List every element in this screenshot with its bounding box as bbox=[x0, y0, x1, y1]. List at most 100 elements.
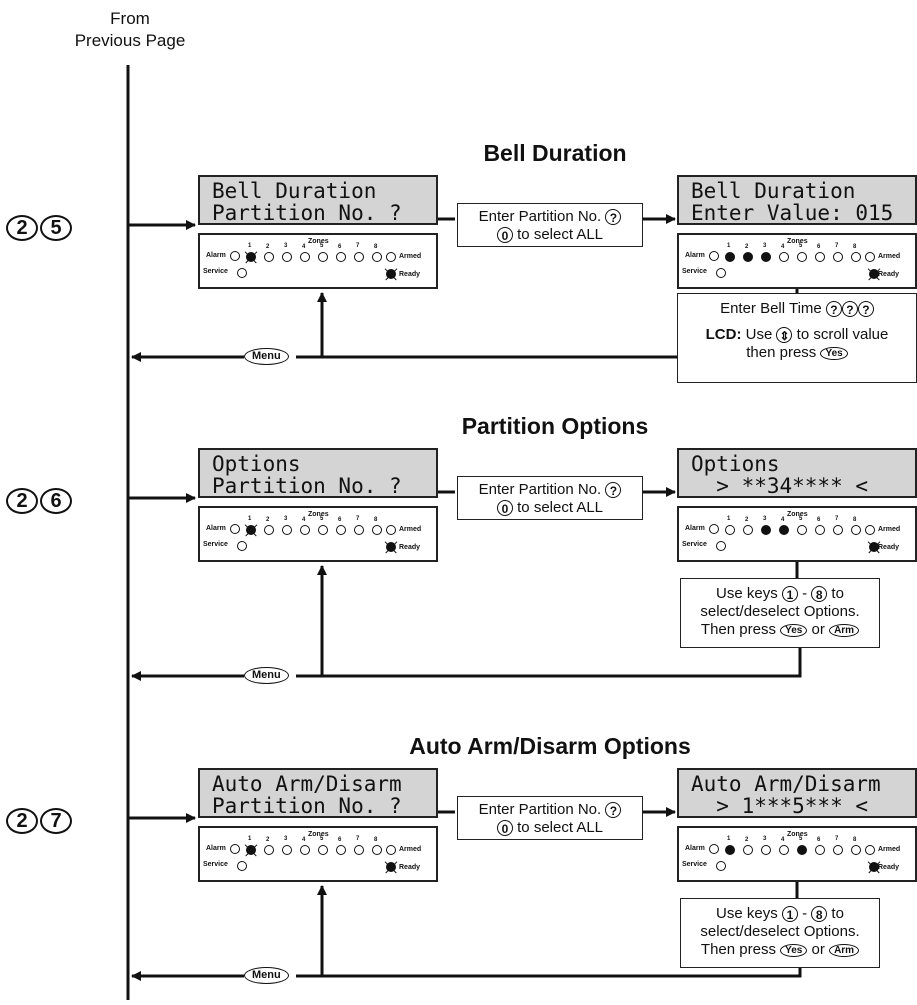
service-label: Service bbox=[203, 861, 228, 868]
zone-number: 4 bbox=[781, 244, 785, 250]
service-label: Service bbox=[682, 861, 707, 868]
zone-led bbox=[761, 252, 771, 262]
zone-led bbox=[743, 845, 753, 855]
zone-led bbox=[372, 845, 382, 855]
zone-number: 5 bbox=[320, 516, 324, 522]
zone-number: 7 bbox=[835, 243, 839, 249]
ready-led bbox=[386, 542, 396, 552]
zone-led bbox=[372, 525, 382, 535]
zone-led bbox=[264, 525, 274, 535]
lcd-value-screen: Auto Arm/Disarm > 1***5*** < bbox=[677, 768, 917, 818]
zone-number: 2 bbox=[745, 517, 749, 523]
zone-led bbox=[761, 525, 771, 535]
zone-number: 1 bbox=[727, 836, 731, 842]
zone-led bbox=[797, 525, 807, 535]
service-label: Service bbox=[682, 541, 707, 548]
ready-label: Ready bbox=[878, 271, 900, 278]
zone-led bbox=[725, 845, 735, 855]
zone-number: 5 bbox=[320, 243, 324, 249]
service-label: Service bbox=[203, 268, 228, 275]
lcd-partition-prompt: Auto Arm/Disarm Partition No. ? bbox=[198, 768, 438, 818]
arm-key-icon: Arm bbox=[829, 943, 860, 957]
zone-number: 6 bbox=[338, 517, 342, 523]
armed-led bbox=[865, 845, 875, 855]
zone-number: 8 bbox=[374, 837, 378, 843]
lcd-partition-prompt: Options Partition No. ? bbox=[198, 448, 438, 498]
alarm-label: Alarm bbox=[685, 525, 705, 532]
alarm-label: Alarm bbox=[206, 845, 226, 852]
menu-key[interactable]: Menu bbox=[244, 967, 289, 984]
zone-number: 8 bbox=[374, 244, 378, 250]
zone-number: 7 bbox=[835, 836, 839, 842]
zone-led bbox=[246, 845, 256, 855]
armed-led bbox=[386, 845, 396, 855]
alarm-led bbox=[230, 524, 240, 534]
zone-led bbox=[725, 525, 735, 535]
zone-led bbox=[264, 845, 274, 855]
zone-led bbox=[318, 525, 328, 535]
ready-label: Ready bbox=[399, 544, 421, 551]
armed-led bbox=[386, 525, 396, 535]
zone-number: 5 bbox=[799, 243, 803, 249]
zone-led bbox=[246, 252, 256, 262]
zone-number: 4 bbox=[781, 517, 785, 523]
lcd-value-screen: Bell Duration Enter Value: 015 bbox=[677, 175, 917, 225]
zone-led bbox=[336, 252, 346, 262]
zone-led bbox=[761, 845, 771, 855]
zone-led bbox=[300, 525, 310, 535]
section-title: Partition Options bbox=[461, 413, 649, 439]
zone-led bbox=[354, 845, 364, 855]
zone-led bbox=[318, 845, 328, 855]
zones-label: Zones bbox=[308, 831, 329, 838]
armed-label: Armed bbox=[399, 526, 422, 533]
zone-led bbox=[797, 845, 807, 855]
armed-label: Armed bbox=[878, 846, 901, 853]
zone-number: 8 bbox=[853, 517, 857, 523]
code-key: 7 bbox=[40, 808, 72, 834]
zone-number: 5 bbox=[799, 836, 803, 842]
ready-led bbox=[869, 542, 879, 552]
service-led bbox=[716, 541, 726, 551]
armed-label: Armed bbox=[399, 253, 422, 260]
enter-partition-box: Enter Partition No. ?0 to select ALL bbox=[457, 476, 643, 520]
ready-led bbox=[869, 862, 879, 872]
zone-led bbox=[797, 252, 807, 262]
armed-led bbox=[865, 525, 875, 535]
service-led bbox=[237, 861, 247, 871]
armed-led bbox=[386, 252, 396, 262]
zone-led bbox=[815, 252, 825, 262]
zones-label: Zones bbox=[308, 511, 329, 518]
zone-number: 6 bbox=[817, 517, 821, 523]
zone-number: 3 bbox=[763, 836, 767, 842]
arm-key-icon: Arm bbox=[829, 623, 860, 637]
instruction-box: Enter Bell Time ???LCD: Use ⇕ to scroll … bbox=[677, 293, 917, 383]
zone-led bbox=[354, 252, 364, 262]
zone-led bbox=[851, 525, 861, 535]
zone-number: 4 bbox=[302, 244, 306, 250]
zone-number: 7 bbox=[356, 836, 360, 842]
zones-label: Zones bbox=[787, 511, 808, 518]
zone-number: 4 bbox=[302, 517, 306, 523]
zone-number: 2 bbox=[266, 837, 270, 843]
ready-label: Ready bbox=[399, 864, 421, 871]
armed-led bbox=[865, 252, 875, 262]
zone-number: 8 bbox=[374, 517, 378, 523]
scroll-key-icon: ⇕ bbox=[776, 327, 793, 344]
enter-partition-box: Enter Partition No. ?0 to select ALL bbox=[457, 796, 643, 840]
menu-key[interactable]: Menu bbox=[244, 667, 289, 684]
zone-number: 7 bbox=[356, 516, 360, 522]
alarm-label: Alarm bbox=[685, 252, 705, 259]
zone-led bbox=[851, 252, 861, 262]
ready-led bbox=[386, 269, 396, 279]
menu-key[interactable]: Menu bbox=[244, 348, 289, 365]
zone-number: 8 bbox=[853, 244, 857, 250]
yes-key-icon: Yes bbox=[820, 346, 848, 360]
